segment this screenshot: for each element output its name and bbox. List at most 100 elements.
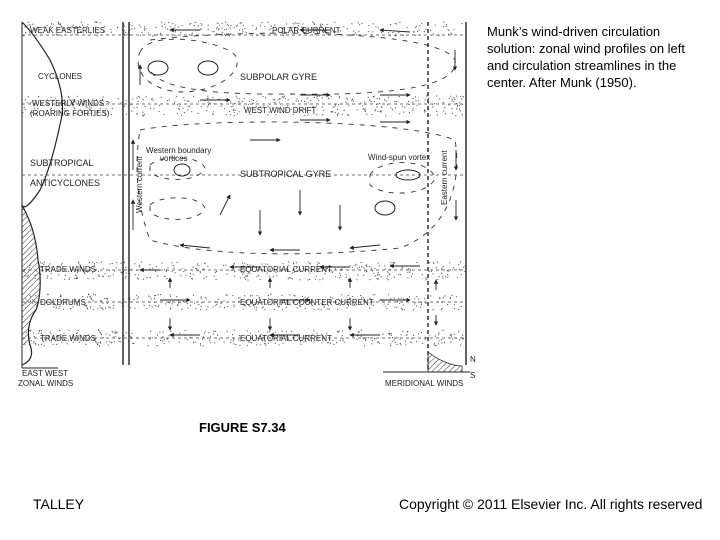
stipple-dot [317,99,319,101]
stipple-dot [336,113,338,116]
stipple-dot [189,106,191,108]
stipple-dot [293,263,295,265]
stipple-dot [260,333,262,335]
stipple-dot [450,333,452,335]
stipple-dot [268,111,270,113]
stipple-dot [242,273,244,275]
stipple-dot [39,262,42,264]
stipple-dot [424,298,426,300]
stipple-dot [294,27,296,29]
stipple-dot [365,271,368,273]
stipple-dot [87,99,89,101]
stipple-dot [349,265,351,267]
stipple-dot [340,274,342,276]
stipple-dot [447,304,449,306]
stipple-dot [432,273,434,275]
stipple-dot [165,26,167,28]
stipple-dot [252,304,254,306]
stipple-dot [216,28,218,30]
stipple-dot [316,332,318,335]
stipple-dot [66,298,68,301]
stipple-dot [55,97,57,99]
stipple-dot [416,295,418,298]
stipple-dot [456,108,458,110]
stipple-dot [78,341,81,344]
stipple-dot [176,304,179,306]
stipple-dot [72,333,74,336]
stipple-dot [59,305,61,307]
stipple-dot [369,99,371,101]
stipple-dot [408,111,410,114]
stipple-dot [287,99,289,101]
stipple-dot [206,109,208,112]
stipple-dot [320,303,322,305]
stipple-dot [288,338,290,340]
stipple-dot [402,331,404,333]
stipple-dot [259,106,262,108]
stipple-dot [376,106,378,108]
stipple-dot [247,103,249,105]
stipple-dot [87,278,89,280]
label-polar-current: POLAR CURRENT [272,26,341,35]
stipple-dot [159,293,162,296]
stipple-dot [202,336,204,338]
stipple-dot [203,268,205,270]
stipple-dot [288,265,290,267]
stipple-dot [306,109,308,111]
stipple-dot [98,274,100,276]
stipple-dot [225,21,227,23]
stipple-dot [73,300,76,302]
stipple-dot [462,96,464,98]
stipple-dot [201,24,203,26]
stipple-dot [105,333,107,335]
stipple-dot [265,270,267,272]
stipple-dot [458,331,460,333]
stipple-dot [192,266,194,268]
stipple-dot [169,294,171,296]
stipple-dot [100,341,102,343]
stipple-dot [339,339,341,341]
stipple-dot [365,264,367,266]
stipple-dot [103,298,105,300]
stipple-dot [388,332,390,335]
stipple-dot [315,278,317,280]
label-weak-easterlies: WEAK EASTERLIES [30,26,105,35]
stipple-dot [401,267,403,269]
stipple-dot [189,23,191,25]
stipple-dot [93,278,95,280]
stipple-dot [86,107,88,109]
stipple-dot [155,266,157,268]
stipple-dot [226,330,228,333]
stipple-dot [67,95,69,97]
stipple-dot [415,34,417,36]
stipple-dot [213,333,215,335]
stipple-dot [100,299,102,302]
stipple-dot [92,308,94,311]
stipple-dot [269,267,271,269]
stipple-dot [106,297,108,300]
stipple-dot [104,112,106,114]
stipple-dot [150,298,152,300]
stipple-dot [51,104,54,106]
stipple-dot [55,33,57,35]
stipple-dot [360,102,362,104]
stipple-dot [33,336,35,338]
stipple-dot [330,296,332,298]
stipple-dot [407,277,409,279]
stipple-dot [458,268,460,271]
stipple-dot [460,306,462,308]
stipple-dot [447,274,449,276]
stipple-dot [294,22,296,24]
stipple-dot [454,307,456,310]
stipple-dot [395,341,397,343]
stipple-dot [436,95,438,97]
label-s-mark: S [470,371,475,380]
stipple-dot [104,25,106,27]
stipple-dot [322,278,324,280]
stipple-dot [50,277,52,280]
stipple-dot [304,114,306,116]
stipple-dot [272,276,275,278]
stipple-dot [167,28,169,30]
stipple-dot [389,334,391,336]
stipple-dot [77,329,79,331]
